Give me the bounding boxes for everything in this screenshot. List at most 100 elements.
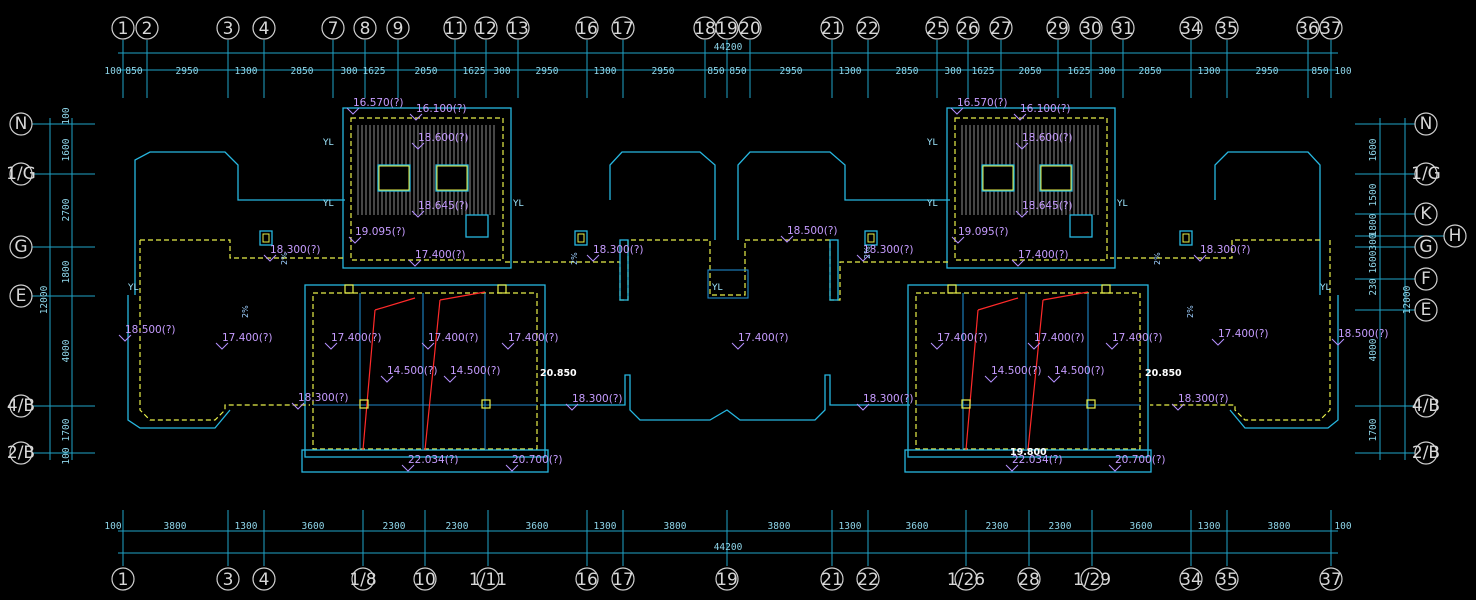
red-section-line bbox=[1042, 291, 1089, 301]
bottom-dim-text: 3600 bbox=[1130, 521, 1153, 532]
top-axis-bubble bbox=[135, 16, 159, 40]
elevation-marker bbox=[263, 254, 277, 262]
right-axis-bubble bbox=[1443, 224, 1467, 248]
shaft-opening-fill bbox=[436, 165, 468, 191]
core-wall bbox=[342, 107, 512, 269]
top-axis-label: 27 bbox=[990, 19, 1012, 39]
top-axis-bubble bbox=[575, 16, 599, 40]
bottom-axis-bubble bbox=[575, 567, 599, 591]
elevation-marker bbox=[1027, 342, 1041, 350]
bottom-dim-text: 3600 bbox=[906, 521, 929, 532]
bottom-axis-bubble bbox=[413, 567, 437, 591]
top-axis-label: 36 bbox=[1297, 19, 1319, 39]
elevation-label: 17.400(?) bbox=[1218, 328, 1269, 340]
top-axis-label: 13 bbox=[507, 19, 529, 39]
elevation-label: 16.100(?) bbox=[416, 103, 467, 115]
column-marker bbox=[497, 284, 507, 294]
elevation-marker bbox=[780, 235, 794, 243]
left-axis-bubble bbox=[9, 162, 33, 186]
elevation-label: 14.500(?) bbox=[1054, 365, 1105, 377]
bottom-axis-label: 17 bbox=[612, 570, 634, 590]
elevation-label: 18.300(?) bbox=[572, 393, 623, 405]
elevation-label: 18.300(?) bbox=[1178, 393, 1229, 405]
elevation-label: 20.850 bbox=[540, 368, 577, 379]
top-axis-label: 2 bbox=[142, 19, 153, 39]
bottom-dim-text: 2300 bbox=[383, 521, 406, 532]
shaft-opening bbox=[1039, 164, 1073, 192]
bottom-axis-label: 34 bbox=[1180, 570, 1202, 590]
column-marker bbox=[1086, 399, 1096, 409]
left-axis-label: 2/B bbox=[7, 443, 35, 463]
bottom-dim-text: 1300 bbox=[235, 521, 258, 532]
bottom-axis-bubble bbox=[476, 567, 500, 591]
column-marker bbox=[947, 284, 957, 294]
top-axis-label: 18 bbox=[694, 19, 716, 39]
right-axis-label: 4/B bbox=[1412, 396, 1440, 416]
top-dim-text: 300 bbox=[340, 66, 357, 77]
left-total-dim: 12000 bbox=[39, 285, 50, 314]
top-axis-label: 3 bbox=[223, 19, 234, 39]
elevation-marker bbox=[586, 254, 600, 262]
elevation-marker bbox=[1005, 464, 1019, 472]
elevation-marker bbox=[930, 342, 944, 350]
bottom-axis-bubble bbox=[715, 567, 739, 591]
right-total-dim: 12000 bbox=[1402, 285, 1413, 314]
left-dim-text: 1600 bbox=[61, 138, 72, 161]
bottom-dim-text: 3600 bbox=[526, 521, 549, 532]
right-axis-label: 2/B bbox=[1412, 443, 1440, 463]
wing-wall bbox=[127, 295, 231, 429]
left-axis-label: N bbox=[15, 114, 28, 134]
left-axis-label: G bbox=[14, 237, 27, 257]
top-dim-text: 2950 bbox=[176, 66, 199, 77]
top-axis-bubble bbox=[925, 16, 949, 40]
bottom-dim-text: 1300 bbox=[1198, 521, 1221, 532]
left-dim-text: 4000 bbox=[61, 339, 72, 362]
core-slab-edge bbox=[350, 117, 504, 261]
elevation-marker bbox=[1047, 375, 1061, 383]
top-axis-label: 12 bbox=[475, 19, 497, 39]
right-axis-label: K bbox=[1420, 204, 1432, 224]
slope-label: 2% bbox=[241, 305, 250, 318]
top-axis-bubble bbox=[474, 16, 498, 40]
elevation-marker bbox=[501, 342, 515, 350]
yl-label: YL bbox=[926, 138, 938, 148]
wall-outline bbox=[1214, 151, 1321, 295]
right-dim-text: 1700 bbox=[1368, 418, 1379, 441]
top-axis-bubble bbox=[386, 16, 410, 40]
column-marker bbox=[344, 284, 354, 294]
right-dim-text: 300 bbox=[1368, 233, 1379, 250]
left-axis-bubble bbox=[9, 284, 33, 308]
bottom-axis-bubble bbox=[1080, 567, 1104, 591]
bottom-axis-bubble bbox=[856, 567, 880, 591]
wall-outline bbox=[134, 151, 345, 295]
core-slab-edge bbox=[954, 117, 1108, 261]
yl-label: YL bbox=[322, 199, 334, 209]
right-dim-text: 1600 bbox=[1368, 138, 1379, 161]
top-axis-label: 21 bbox=[821, 19, 843, 39]
slope-label: 2% bbox=[280, 252, 289, 265]
bottom-axis-label: 1 bbox=[118, 570, 129, 590]
bottom-axis-label: 1/26 bbox=[947, 570, 985, 590]
right-dim-text: 1500 bbox=[1368, 183, 1379, 206]
elevation-label: 17.400(?) bbox=[1034, 332, 1085, 344]
slab-edge bbox=[139, 240, 310, 421]
elevation-label: 18.500(?) bbox=[1338, 328, 1389, 340]
elevation-marker bbox=[346, 107, 360, 115]
column-marker bbox=[1101, 284, 1111, 294]
top-dim-text: 300 bbox=[1098, 66, 1115, 77]
elevation-label: 20.700(?) bbox=[1115, 454, 1166, 466]
elevation-label: 19.095(?) bbox=[958, 226, 1009, 238]
yl-label: YL bbox=[711, 283, 723, 293]
bottom-axis-label: 4 bbox=[259, 570, 270, 590]
elevation-marker bbox=[215, 342, 229, 350]
column-marker bbox=[961, 399, 971, 409]
elevation-marker bbox=[505, 464, 519, 472]
elevation-label: 18.645(?) bbox=[418, 200, 469, 212]
yl-label: YL bbox=[1116, 199, 1128, 209]
top-dim-text: 2950 bbox=[536, 66, 559, 77]
red-section-line bbox=[1027, 299, 1044, 451]
left-dim-text: 100 bbox=[61, 107, 72, 124]
lower-room-wall bbox=[304, 284, 546, 458]
